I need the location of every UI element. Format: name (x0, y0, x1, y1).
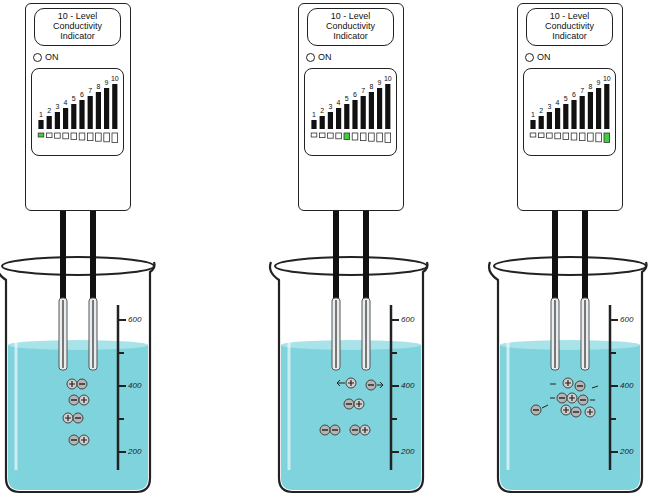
scale-value: 600 (401, 316, 414, 324)
level-display: 12345678910 (523, 68, 616, 156)
level-number: 1 (531, 111, 535, 118)
level-number: 9 (105, 79, 109, 86)
level-number: 4 (64, 99, 68, 106)
level-number: 10 (603, 75, 611, 82)
scale-value: 400 (128, 382, 141, 390)
level-number: 7 (361, 87, 365, 94)
level-number: 7 (88, 87, 92, 94)
title-box: 10 - Level Conductivity Indicator (307, 8, 394, 46)
power-light (306, 53, 315, 62)
level-bars (305, 69, 397, 155)
level-number: 1 (312, 111, 316, 118)
level-number: 10 (111, 75, 119, 82)
power-label: ON (318, 53, 332, 62)
scale-value: 200 (401, 448, 414, 456)
title-text: 10 - Level Conductivity Indicator (312, 12, 389, 42)
power-light (525, 53, 534, 62)
scale-value: 600 (128, 316, 141, 324)
level-number: 6 (572, 91, 576, 98)
level-number: 3 (547, 103, 551, 110)
scale-value: 200 (620, 448, 633, 456)
title-box: 10 - Level Conductivity Indicator (34, 8, 121, 46)
scale-value: 400 (620, 382, 633, 390)
meter-body: ON 10 - Level Conductivity Indicator 12345… (25, 3, 131, 211)
power-label: ON (537, 53, 551, 62)
level-number: 2 (47, 107, 51, 114)
level-number: 5 (72, 95, 76, 102)
level-number: 10 (384, 75, 392, 82)
title-text: 10 - Level Conductivity Indicator (39, 12, 116, 42)
level-number: 2 (320, 107, 324, 114)
level-number: 4 (556, 99, 560, 106)
power-label: ON (45, 53, 59, 62)
level-number: 7 (580, 87, 584, 94)
level-number: 3 (328, 103, 332, 110)
scale-value: 600 (620, 316, 633, 324)
level-number: 9 (378, 79, 382, 86)
title-text: 10 - Level Conductivity Indicator (531, 12, 608, 42)
title-box: 10 - Level Conductivity Indicator (526, 8, 613, 46)
scale-value: 400 (401, 382, 414, 390)
level-number: 1 (39, 111, 43, 118)
meter-body: ON 10 - Level Conductivity Indicator 12345… (298, 3, 404, 211)
level-bars (524, 69, 616, 155)
power-light (33, 53, 42, 62)
level-number: 2 (539, 107, 543, 114)
level-number: 5 (564, 95, 568, 102)
level-number: 8 (96, 83, 100, 90)
level-display: 12345678910 (304, 68, 397, 156)
level-number: 9 (597, 79, 601, 86)
level-bars (32, 69, 124, 155)
level-number: 5 (345, 95, 349, 102)
level-number: 8 (369, 83, 373, 90)
meter-body: ON 10 - Level Conductivity Indicator 12345… (517, 3, 623, 211)
scale-value: 200 (128, 448, 141, 456)
level-number: 6 (80, 91, 84, 98)
level-number: 3 (55, 103, 59, 110)
level-number: 8 (588, 83, 592, 90)
level-number: 4 (337, 99, 341, 106)
level-number: 6 (353, 91, 357, 98)
level-display: 12345678910 (31, 68, 124, 156)
